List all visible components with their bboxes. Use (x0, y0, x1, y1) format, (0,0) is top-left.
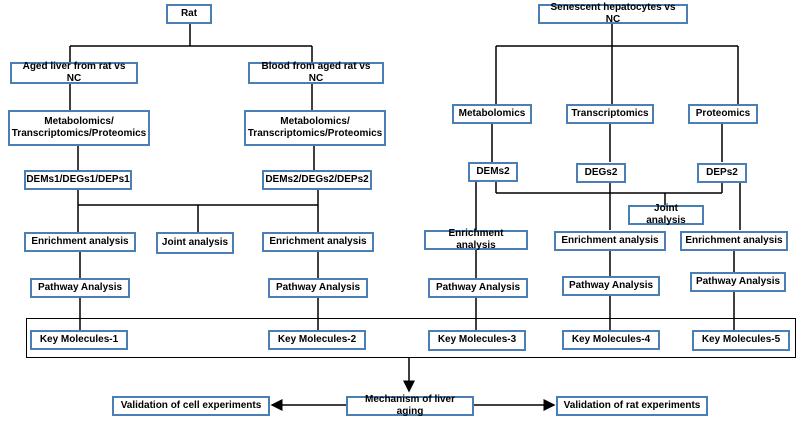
dems2-group-box: DEMs2/DEGs2/DEPs2 (262, 170, 372, 190)
liver-omics-box: Metabolomics/ Transcriptomics/Proteomics (8, 110, 150, 146)
enrichment-analysis-4: Enrichment analysis (554, 231, 666, 251)
metabolomics-box: Metabolomics (452, 104, 532, 124)
key-molecules-1: Key Molecules-1 (30, 330, 128, 350)
liver-omics-line2: Transcriptomics/Proteomics (11, 128, 147, 139)
key-molecules-4: Key Molecules-4 (562, 330, 660, 350)
enrichment-analysis-2: Enrichment analysis (262, 232, 374, 252)
key-molecules-frame (26, 318, 796, 358)
pathway-analysis-3: Pathway Analysis (428, 278, 528, 298)
pathway-analysis-1: Pathway Analysis (30, 278, 130, 298)
enrichment-analysis-1: Enrichment analysis (24, 232, 136, 252)
key-molecules-5: Key Molecules-5 (692, 330, 790, 351)
joint-analysis-right: Joint analysis (628, 203, 704, 226)
senescent-hepatocytes-box: Senescent hepatocytes vs NC (538, 2, 688, 25)
aged-liver-box: Aged liver from rat vs NC (10, 61, 138, 84)
rat-box: Rat (166, 4, 212, 24)
joint-analysis-left: Joint analysis (156, 232, 234, 254)
pathway-analysis-2: Pathway Analysis (268, 278, 368, 298)
key-molecules-2: Key Molecules-2 (268, 330, 366, 350)
proteomics-box: Proteomics (688, 104, 758, 124)
dems1-box: DEMs1/DEGs1/DEPs1 (24, 170, 132, 190)
enrichment-analysis-5: Enrichment analysis (680, 231, 788, 251)
enrichment-analysis-3: Enrichment analysis (424, 228, 528, 251)
blood-box: Blood from aged rat vs NC (248, 61, 384, 84)
blood-omics-box: Metabolomics/ Transcriptomics/Proteomics (244, 110, 386, 146)
blood-omics-line1: Metabolomics/ (280, 115, 350, 127)
key-molecules-3: Key Molecules-3 (428, 330, 526, 351)
degs2-box: DEGs2 (576, 163, 626, 183)
validation-rat-experiments: Validation of rat experiments (556, 396, 708, 416)
validation-cell-experiments: Validation of cell experiments (112, 396, 270, 416)
blood-omics-line2: Transcriptomics/Proteomics (247, 128, 383, 139)
pathway-analysis-4: Pathway Analysis (562, 276, 660, 296)
mechanism-of-liver-aging: Mechanism of liver aging (346, 394, 474, 417)
transcriptomics-box: Transcriptomics (566, 104, 654, 124)
deps2-box: DEPs2 (697, 163, 747, 183)
liver-omics-line1: Metabolomics/ (44, 115, 114, 127)
pathway-analysis-5: Pathway Analysis (690, 272, 786, 292)
dems2-box: DEMs2 (468, 162, 518, 182)
